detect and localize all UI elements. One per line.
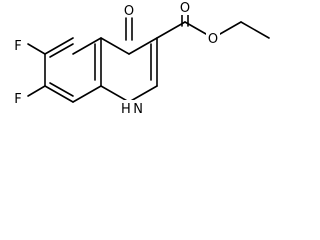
pyridone-ring [100,37,158,103]
benzene-ring [44,37,102,103]
fluorine-6-label: F [14,39,21,54]
bond-double-c8-c7-inner [49,82,74,97]
atom-labels: O O O F F H N [12,0,220,117]
bond-c2-n1 [128,85,158,103]
ring-nitrogen-label: H N [121,102,143,117]
bond-c3-ester-carbon [156,21,186,39]
bond-c6-c5 [44,37,74,55]
bond-c6-f [27,43,46,55]
ester-carbonyl-oxygen-label: O [180,1,190,16]
bond-c7-f [27,85,46,97]
bond-n1-c8a [100,85,130,103]
bond-ch2-ch3 [240,21,270,39]
bond-c4a-c4 [100,37,130,55]
bond-c4-c3 [128,37,158,55]
bond-c8a-c8 [72,85,102,103]
bond-c8-c7 [44,85,74,103]
ester-ether-oxygen-label: O [208,32,218,47]
oxo-oxygen-label: O [124,4,134,19]
bond-double-c5-c6-inner [49,43,74,58]
fluorine-7-label: F [14,92,21,107]
bond-c5-c4a [72,37,102,55]
molecule-structure: O O O F F H N [12,0,270,117]
